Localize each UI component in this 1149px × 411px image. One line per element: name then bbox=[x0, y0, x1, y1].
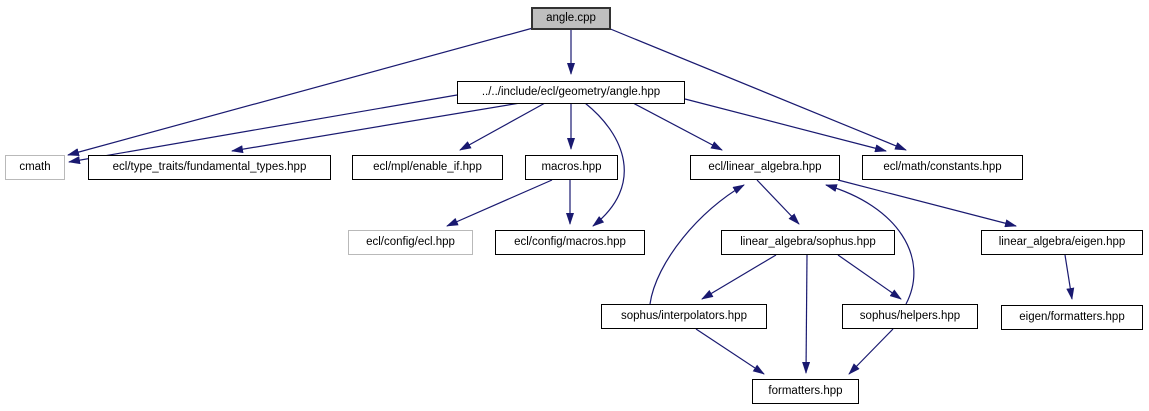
edge-angle-hpp-to-math-constants bbox=[684, 98, 887, 153]
node-enable-if[interactable]: ecl/mpl/enable_if.hpp bbox=[352, 155, 503, 180]
node-macros[interactable]: macros.hpp bbox=[525, 155, 618, 180]
node-sophus-interpolators[interactable]: sophus/interpolators.hpp bbox=[601, 304, 767, 329]
edge-la-sophus-to-sophus-helpers bbox=[837, 254, 902, 300]
edge-la-eigen-to-eigen-formatters bbox=[1064, 254, 1075, 300]
node-sophus-helpers[interactable]: sophus/helpers.hpp bbox=[842, 304, 978, 329]
edge-linear-algebra-to-la-sophus bbox=[756, 179, 800, 225]
node-config-macros[interactable]: ecl/config/macros.hpp bbox=[495, 230, 645, 255]
edge-sophus-interpolators-to-formatters bbox=[695, 328, 765, 375]
node-angle-cpp: angle.cpp bbox=[531, 7, 611, 30]
edge-linear-algebra-to-la-eigen bbox=[837, 179, 1017, 228]
edge-sophus-helpers-to-formatters bbox=[848, 328, 894, 375]
edge-la-sophus-to-formatters bbox=[802, 254, 811, 374]
edge-la-sophus-to-sophus-interpolators bbox=[701, 254, 777, 300]
node-formatters[interactable]: formatters.hpp bbox=[752, 379, 859, 404]
node-la-eigen[interactable]: linear_algebra/eigen.hpp bbox=[981, 230, 1143, 255]
edge-macros-to-config-ecl bbox=[446, 179, 553, 227]
node-linear-algebra[interactable]: ecl/linear_algebra.hpp bbox=[690, 155, 840, 180]
node-cmath: cmath bbox=[5, 155, 65, 180]
node-config-ecl: ecl/config/ecl.hpp bbox=[348, 230, 473, 255]
node-angle-hpp[interactable]: ../../include/ecl/geometry/angle.hpp bbox=[457, 81, 685, 104]
node-math-constants[interactable]: ecl/math/constants.hpp bbox=[862, 155, 1023, 180]
node-la-sophus[interactable]: linear_algebra/sophus.hpp bbox=[721, 230, 895, 255]
node-fundamental-types[interactable]: ecl/type_traits/fundamental_types.hpp bbox=[88, 155, 331, 180]
edge-angle-hpp-to-fundamental-types bbox=[231, 102, 521, 154]
edge-angle-hpp-to-linear-algebra bbox=[632, 102, 723, 151]
edge-angle-hpp-to-enable-if bbox=[459, 102, 546, 151]
node-eigen-formatters[interactable]: eigen/formatters.hpp bbox=[1001, 305, 1143, 330]
edge-angle-hpp-to-cmath bbox=[68, 94, 458, 165]
